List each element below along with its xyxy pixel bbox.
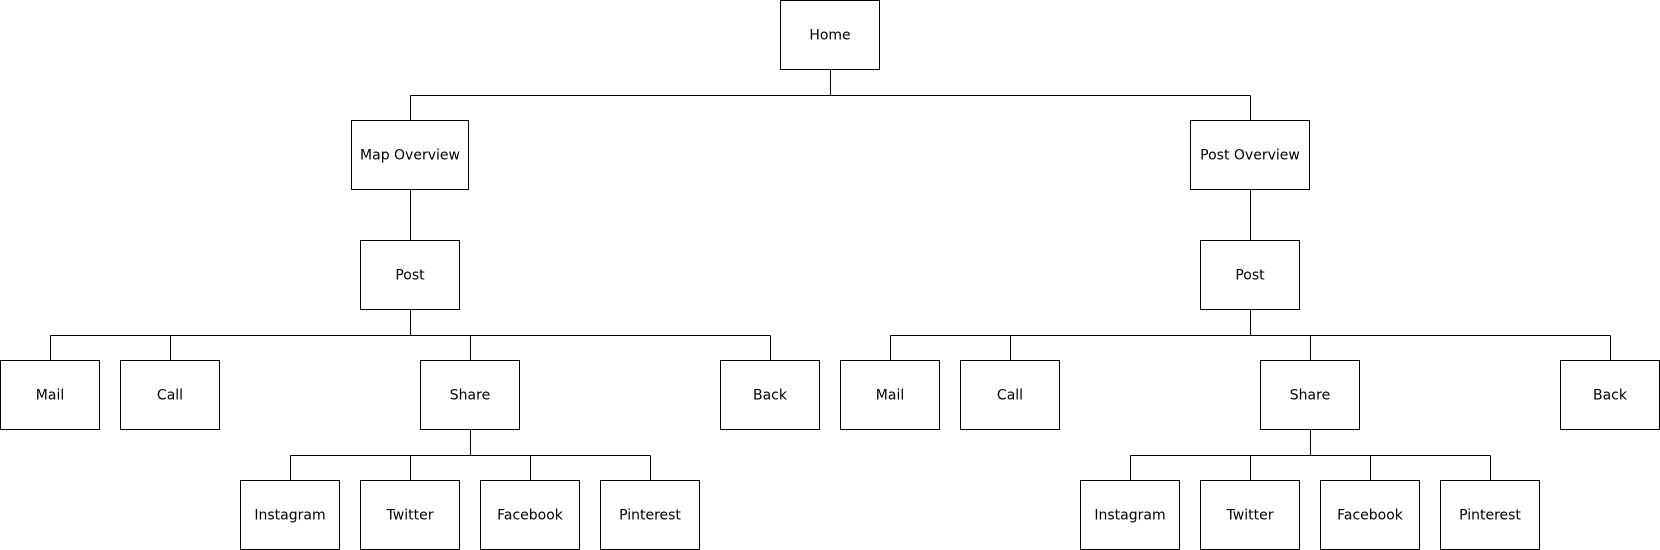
node-facebook: Facebook [480,480,580,550]
sitemap-connectors [50,69,1611,481]
node-box [720,360,820,430]
node-box [360,240,460,310]
node-twitter: Twitter [1200,480,1300,550]
node-box [1200,480,1300,550]
node-label: Twitter [386,508,434,524]
node-label: Facebook [497,508,564,524]
node-back: Back [720,360,820,430]
node-label: Twitter [1226,508,1274,524]
node-box [351,120,469,190]
node-box [1440,480,1540,550]
node-label: Mail [36,388,64,404]
node-box [960,360,1060,430]
node-pinterest: Pinterest [600,480,700,550]
node-label: Post [395,268,425,284]
node-instagram: Instagram [240,480,340,550]
node-box [600,480,700,550]
node-label: Instagram [254,508,325,524]
node-label: Pinterest [619,508,681,524]
node-share: Share [420,360,520,430]
node-label: Call [997,388,1023,404]
node-mail: Mail [840,360,940,430]
node-label: Home [809,28,850,44]
node-post: Post [1200,240,1300,310]
node-box [120,360,220,430]
node-box [1200,240,1300,310]
node-label: Back [753,388,788,404]
node-box [1560,360,1660,430]
node-label: Map Overview [360,148,460,164]
node-box [480,480,580,550]
node-post: Post [360,240,460,310]
node-call: Call [120,360,220,430]
node-box [780,0,880,70]
node-label: Instagram [1094,508,1165,524]
node-box [840,360,940,430]
node-box [1190,120,1310,190]
node-label: Call [157,388,183,404]
node-label: Share [450,388,490,404]
node-box [1080,480,1180,550]
node-call: Call [960,360,1060,430]
node-home: Home [780,0,880,70]
node-box [360,480,460,550]
node-label: Facebook [1337,508,1404,524]
node-label: Post Overview [1200,148,1300,164]
node-box [420,360,520,430]
node-label: Back [1593,388,1628,404]
node-share: Share [1260,360,1360,430]
node-label: Mail [876,388,904,404]
node-facebook: Facebook [1320,480,1420,550]
node-twitter: Twitter [360,480,460,550]
node-label: Post [1235,268,1265,284]
node-label: Pinterest [1459,508,1521,524]
node-box [0,360,100,430]
node-pinterest: Pinterest [1440,480,1540,550]
node-post-overview: Post Overview [1190,120,1310,190]
node-mail: Mail [0,360,100,430]
node-instagram: Instagram [1080,480,1180,550]
node-label: Share [1290,388,1330,404]
node-map-overview: Map Overview [351,120,469,190]
node-back: Back [1560,360,1660,430]
node-box [1260,360,1360,430]
